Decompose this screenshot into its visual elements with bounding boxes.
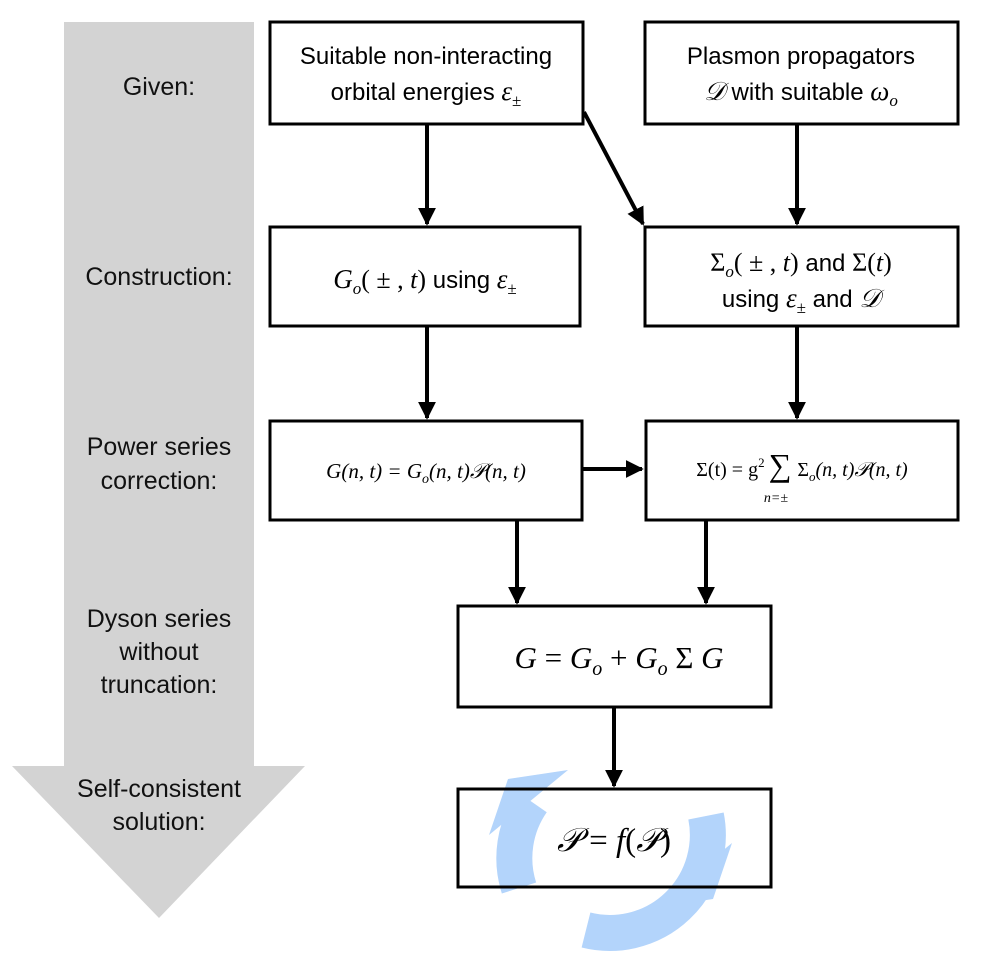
stage-label-power-series-line1: Power series: [87, 433, 232, 461]
orbital-line2: orbital energies ε±: [331, 76, 522, 110]
orbital-line1: Suitable non-interacting: [300, 43, 552, 70]
stage-label-construction: Construction:: [85, 263, 232, 291]
self-consistency-cycle-icon: [489, 770, 732, 951]
stage-label-dyson-line1: Dyson series: [87, 605, 232, 633]
stage-label-dyson-line2: without: [118, 638, 198, 666]
stage-label-self-consistent-line1: Self-consistent: [77, 775, 241, 803]
plasmon-line2: 𝒟 with suitable ωo: [704, 76, 898, 110]
box-self-consistent: 𝒫 = f(𝒫): [456, 787, 773, 889]
box-orbital-energies: Suitable non-interacting orbital energie…: [268, 20, 585, 126]
box-plasmon-propagators: Plasmon propagators 𝒟 with suitable ωo: [643, 20, 960, 126]
box-sigma0-construction: Σo( ± , t) and Σ(t) using ε± and 𝒟: [643, 225, 960, 328]
box-dyson-equation: G = Go + Go Σ G: [456, 604, 773, 709]
stage-labels: Given: Construction: Power series correc…: [77, 73, 241, 836]
box-g-power-series: G(n, t) = Go(n, t)𝒫(n, t): [268, 419, 584, 522]
sigmaseries-sum-range: n=±: [764, 491, 788, 506]
box-sigma-power-series: Σ(t) = g2∑Σo(n, t)𝒫(n, t) n=±: [644, 419, 960, 522]
g0-text: Go( ± , t) using ε±: [333, 264, 517, 298]
plasmon-line1: Plasmon propagators: [687, 43, 915, 70]
arrow-orbital-to-sigma0: [582, 111, 645, 226]
gseries-equation: G(n, t) = Go(n, t)𝒫(n, t): [326, 459, 526, 487]
stage-label-power-series-line2: correction:: [101, 467, 218, 495]
stage-label-dyson-line3: truncation:: [101, 671, 218, 699]
sigma0-line1: Σo( ± , t) and Σ(t): [710, 248, 892, 281]
stage-progress-arrow: [12, 22, 305, 918]
stage-label-given: Given:: [123, 73, 195, 101]
selfconsistent-equation: 𝒫 = f(𝒫): [557, 823, 671, 859]
box-g0-construction: Go( ± , t) using ε±: [268, 225, 582, 328]
dyson-equation: G = Go + Go Σ G: [514, 640, 723, 680]
connector-arrows: [418, 111, 806, 788]
sigmaseries-equation: Σ(t) = g2∑Σo(n, t)𝒫(n, t): [696, 447, 908, 484]
stage-label-self-consistent-line2: solution:: [112, 808, 205, 836]
